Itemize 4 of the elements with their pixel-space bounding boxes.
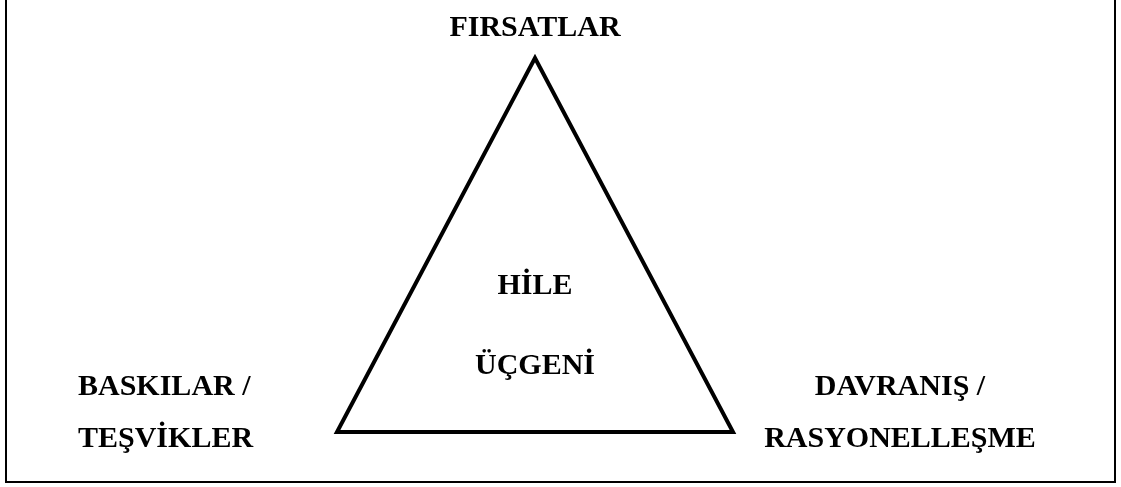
corner-label: BASKILAR / TEŞVİKLER	[78, 367, 255, 455]
triangle-title: HİLE ÜÇGENİ	[474, 266, 596, 382]
corner-label: FIRSATLAR	[448, 8, 622, 44]
corner-label: DAVRANIŞ / RASYONELLEŞME	[763, 367, 1037, 455]
